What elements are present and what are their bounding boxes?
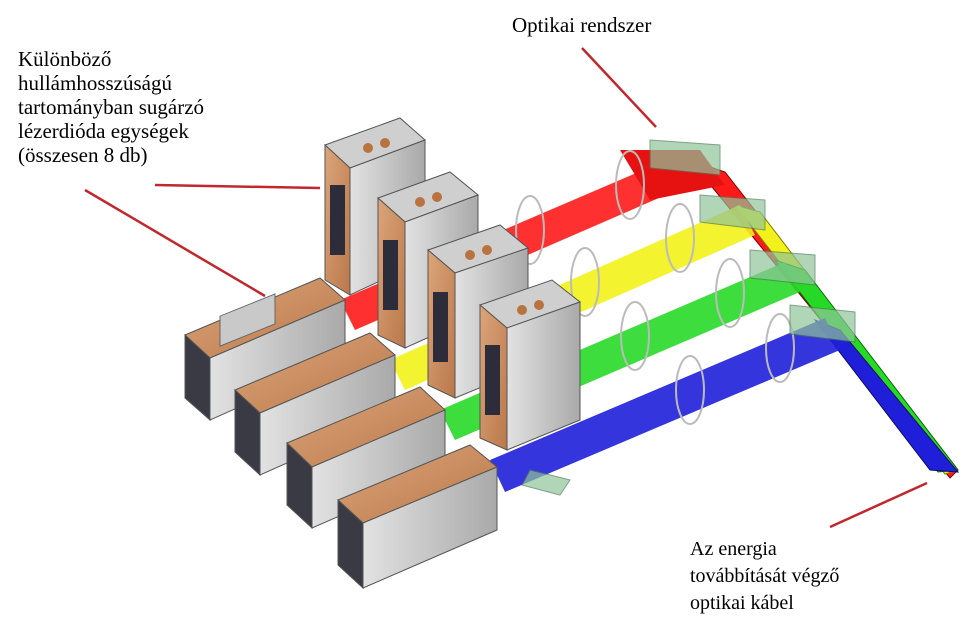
- label-optical-system-text: Optikai rendszer: [512, 13, 652, 37]
- dichroic-mirrors: [521, 139, 856, 496]
- label-laser-units: Különböző hullámhosszúságú tartományban …: [18, 47, 204, 167]
- laser-unit-lower-4: [337, 444, 498, 590]
- label-cable-line-2: továbbítását végző: [690, 565, 840, 587]
- label-laser-units-line-3: tartományban sugárzó: [18, 95, 205, 119]
- label-cable-line-1: Az energia: [690, 538, 777, 560]
- leader-line-lower-units: [84, 188, 266, 298]
- label-laser-units-line-5: (összesen 8 db): [18, 143, 148, 167]
- beam-blue: [490, 313, 840, 492]
- label-laser-units-line-4: lézerdióda egységek: [18, 119, 189, 143]
- label-optical-system: Optikai rendszer: [512, 13, 651, 37]
- leader-line-optics: [581, 47, 657, 128]
- leader-line-cable: [829, 481, 928, 529]
- label-laser-units-line-2: hullámhosszúságú: [18, 71, 172, 95]
- label-cable-line-3: optikai kábel: [690, 592, 794, 614]
- leader-line-upper-units: [154, 183, 321, 190]
- laser-unit-upper-4: [479, 279, 582, 451]
- label-optical-cable: Az energia továbbítását végző optikai ká…: [690, 536, 839, 617]
- label-laser-units-line-1: Különböző: [18, 47, 112, 71]
- leader-lines: [84, 47, 928, 529]
